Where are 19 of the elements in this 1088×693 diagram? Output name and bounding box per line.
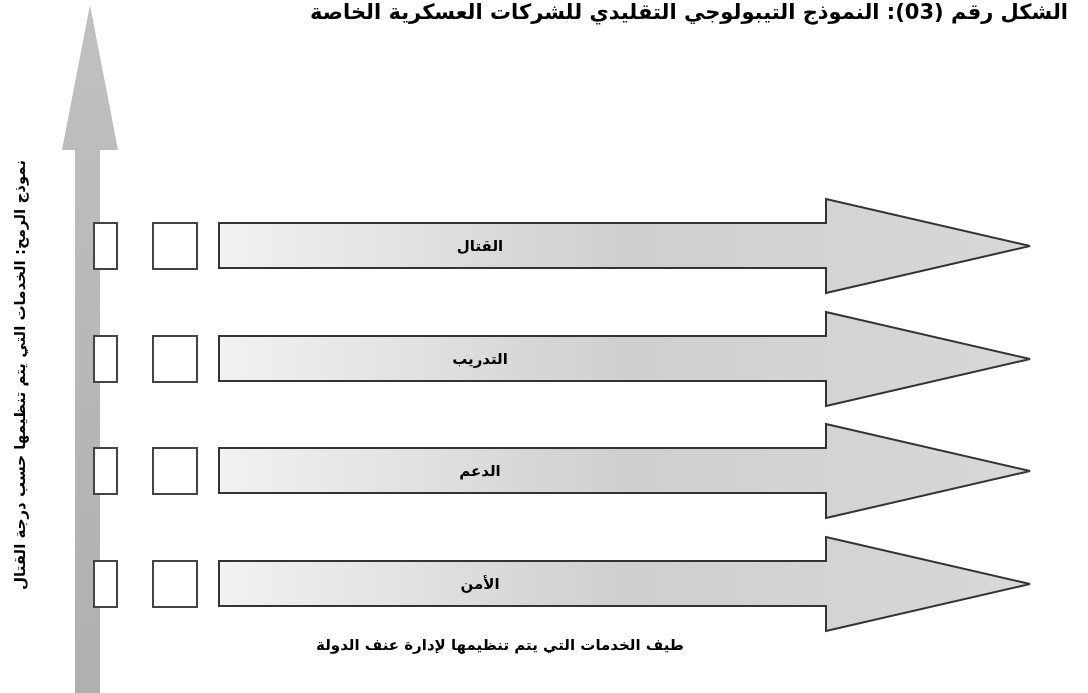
empty-box bbox=[152, 222, 198, 270]
arrow-label: القتال bbox=[456, 237, 504, 255]
horizontal-arrow bbox=[218, 536, 1032, 632]
axis-label: نموذج الرمح: الخدمات التي يتم تنظيمها حسب درجة القتال bbox=[11, 160, 29, 590]
figure-title: الشكل رقم (03): النموذج التيبولوجي التقليدي للشركات العسكرية الخاصة bbox=[310, 0, 1068, 24]
horizontal-arrow bbox=[218, 423, 1032, 519]
empty-box bbox=[152, 447, 198, 495]
arrow-label: الأمن bbox=[460, 575, 500, 593]
empty-box bbox=[93, 222, 118, 270]
empty-box bbox=[93, 335, 118, 383]
empty-box bbox=[152, 560, 198, 608]
horizontal-arrow bbox=[218, 311, 1032, 407]
horizontal-arrow bbox=[218, 198, 1032, 294]
axis-label: طيف الخدمات التي يتم تنظيمها لإدارة عنف الدولة bbox=[316, 636, 684, 654]
empty-box bbox=[93, 560, 118, 608]
empty-box bbox=[152, 335, 198, 383]
empty-box bbox=[93, 447, 118, 495]
arrow-label: الدعم bbox=[459, 462, 501, 480]
arrow-label: التدريب bbox=[452, 350, 508, 368]
